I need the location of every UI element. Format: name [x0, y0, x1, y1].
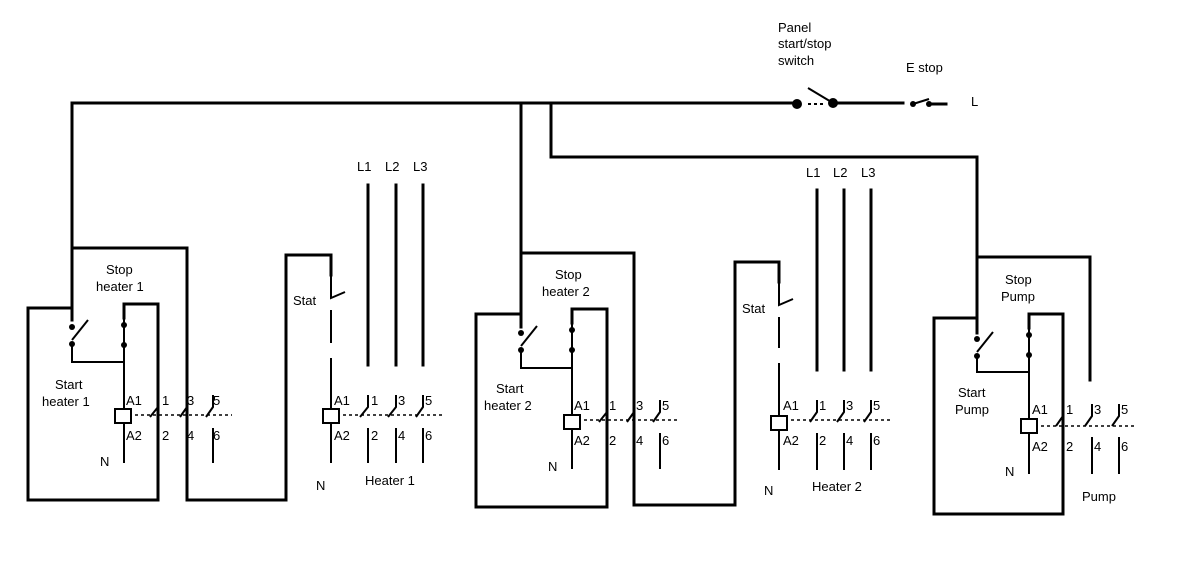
neutral-load-1: N — [316, 478, 325, 493]
pole-6-ctrl-2: 6 — [662, 433, 669, 448]
stop-pump-label-2: Pump — [1001, 289, 1035, 304]
l3-phase-1: L3 — [413, 159, 427, 174]
neutral-ctrl-2: N — [548, 459, 557, 474]
pole-1-ctrl-1: 1 — [162, 393, 169, 408]
pole-1-ctrl-3: 1 — [1066, 402, 1073, 417]
l3-phase-2: L3 — [861, 165, 875, 180]
pole-6-ctrl-3: 6 — [1121, 439, 1128, 454]
estop-label: E stop — [906, 60, 943, 75]
line-label: L — [971, 94, 978, 109]
pump-control-circuit — [932, 255, 1136, 516]
a1-load-2: A1 — [783, 398, 799, 413]
neutral-load-2: N — [764, 483, 773, 498]
branch-wires — [70, 101, 979, 259]
pole-2-load-1: 2 — [371, 428, 378, 443]
pole-4-ctrl-1: 4 — [187, 428, 194, 443]
a2-ctrl-1: A2 — [126, 428, 142, 443]
panel-switch-label-2: start/stop — [778, 36, 831, 51]
pole-5-ctrl-3: 5 — [1121, 402, 1128, 417]
pole-4-ctrl-2: 4 — [636, 433, 643, 448]
a1-load-1: A1 — [334, 393, 350, 408]
l2-phase-1: L2 — [385, 159, 399, 174]
a1-ctrl-1: A1 — [126, 393, 142, 408]
pole-4-load-1: 4 — [398, 428, 405, 443]
pole-2-ctrl-2: 2 — [609, 433, 616, 448]
pole-5-load-2: 5 — [873, 398, 880, 413]
a2-load-2: A2 — [783, 433, 799, 448]
stop-heater-1-label-1: Stop — [106, 262, 133, 277]
pole-4-load-2: 4 — [846, 433, 853, 448]
pole-3-ctrl-2: 3 — [636, 398, 643, 413]
a2-ctrl-2: A2 — [574, 433, 590, 448]
pump-label: Pump — [1082, 489, 1116, 504]
stat-1-label: Stat — [293, 293, 317, 308]
heater-2-label: Heater 2 — [812, 479, 862, 494]
pole-1-load-2: 1 — [819, 398, 826, 413]
pole-4-ctrl-3: 4 — [1094, 439, 1101, 454]
pole-2-load-2: 2 — [819, 433, 826, 448]
a1-ctrl-3: A1 — [1032, 402, 1048, 417]
pole-3-ctrl-3: 3 — [1094, 402, 1101, 417]
stop-pump-label-1: Stop — [1005, 272, 1032, 287]
pole-1-ctrl-2: 1 — [609, 398, 616, 413]
start-pump-label-2: Pump — [955, 402, 989, 417]
pole-2-ctrl-1: 2 — [162, 428, 169, 443]
pole-3-load-1: 3 — [398, 393, 405, 408]
a1-ctrl-2: A1 — [574, 398, 590, 413]
pole-3-ctrl-1: 3 — [187, 393, 194, 408]
l1-phase-1: L1 — [357, 159, 371, 174]
pole-6-load-1: 6 — [425, 428, 432, 443]
stop-heater-1-label-2: heater 1 — [96, 279, 144, 294]
heater-2-control-circuit — [474, 188, 890, 509]
pole-5-load-1: 5 — [425, 393, 432, 408]
pole-6-ctrl-1: 6 — [213, 428, 220, 443]
stop-heater-2-label-2: heater 2 — [542, 284, 590, 299]
pole-5-ctrl-1: 5 — [213, 393, 220, 408]
l1-phase-2: L1 — [806, 165, 820, 180]
panel-switch-label-3: switch — [778, 53, 814, 68]
neutral-ctrl-3: N — [1005, 464, 1014, 479]
start-heater-2-label-1: Start — [496, 381, 524, 396]
pole-5-ctrl-2: 5 — [662, 398, 669, 413]
start-pump-label-1: Start — [958, 385, 986, 400]
start-heater-1-label-1: Start — [55, 377, 83, 392]
start-heater-1-label-2: heater 1 — [42, 394, 90, 409]
heater-1-label: Heater 1 — [365, 473, 415, 488]
l2-phase-2: L2 — [833, 165, 847, 180]
pole-2-ctrl-3: 2 — [1066, 439, 1073, 454]
a2-load-1: A2 — [334, 428, 350, 443]
start-heater-2-label-2: heater 2 — [484, 398, 532, 413]
supply-line — [70, 87, 948, 109]
pole-1-load-1: 1 — [371, 393, 378, 408]
heater-1-control-circuit — [26, 183, 442, 502]
stat-2-label: Stat — [742, 301, 766, 316]
neutral-ctrl-1: N — [100, 454, 109, 469]
pole-6-load-2: 6 — [873, 433, 880, 448]
a2-ctrl-3: A2 — [1032, 439, 1048, 454]
stop-heater-2-label-1: Stop — [555, 267, 582, 282]
panel-switch-label-1: Panel — [778, 20, 811, 35]
pole-3-load-2: 3 — [846, 398, 853, 413]
